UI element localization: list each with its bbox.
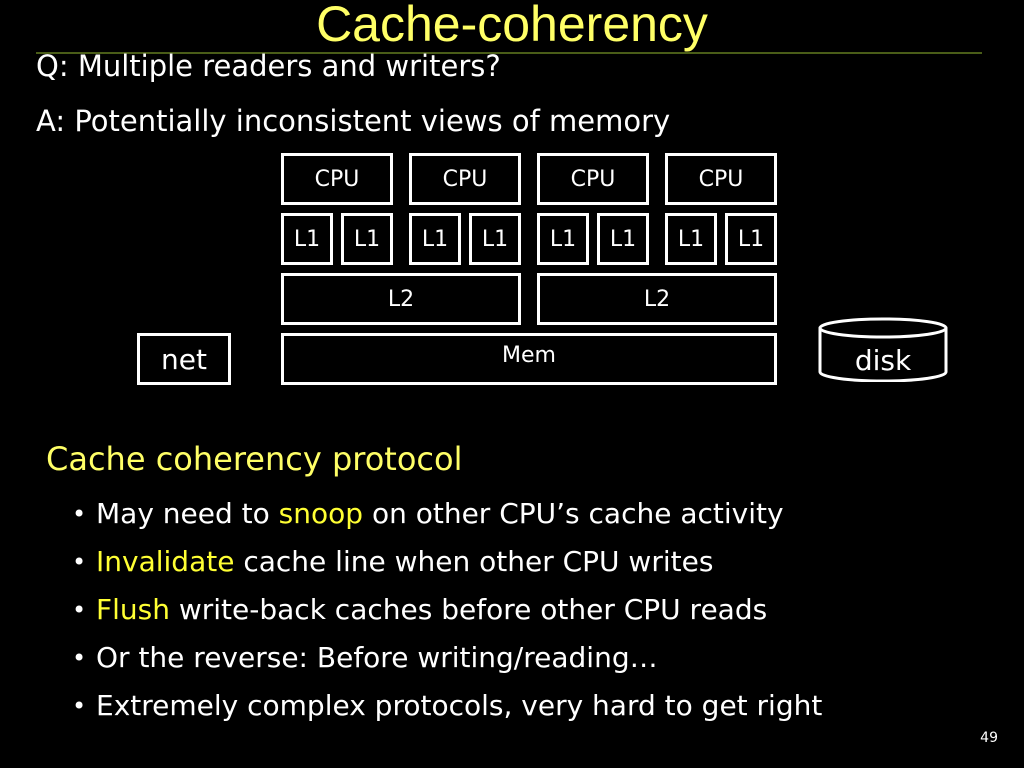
bullet-item: • Or the reverse: Before writing/reading… (72, 634, 822, 682)
slide-title: Cache-coherency (316, 0, 708, 52)
l2-box-2: L2 (537, 273, 777, 325)
cpu-box-1: CPU (281, 153, 393, 205)
bullet-dot-icon: • (72, 500, 87, 528)
cpu-box-3: CPU (537, 153, 649, 205)
answer-text: A: Potentially inconsistent views of mem… (36, 104, 671, 138)
bullet-item: • May need to snoop on other CPU’s cache … (72, 490, 822, 538)
disk-cylinder: disk (818, 316, 948, 382)
bullet-highlight: snoop (278, 497, 364, 530)
cpu-box-2: CPU (409, 153, 521, 205)
bullet-item: • Extremely complex protocols, very hard … (72, 682, 822, 730)
l1-box-3: L1 (409, 213, 461, 265)
question-text: Q: Multiple readers and writers? (36, 49, 501, 83)
l1-box-5: L1 (537, 213, 589, 265)
l1-box-4: L1 (469, 213, 521, 265)
l1-box-1: L1 (281, 213, 333, 265)
bullet-text: Or the reverse: Before writing/reading… (96, 641, 658, 674)
title-underline (36, 52, 982, 54)
cpu-box-4: CPU (665, 153, 777, 205)
bullet-item: • Invalidate cache line when other CPU wr… (72, 538, 822, 586)
protocol-bullet-list: • May need to snoop on other CPU’s cache … (72, 490, 822, 730)
bullet-text: on other CPU’s cache activity (363, 497, 784, 530)
disk-cylinder-icon (818, 317, 948, 382)
page-number: 49 (980, 730, 998, 746)
bullet-dot-icon: • (72, 596, 87, 624)
bullet-text: cache line when other CPU writes (234, 545, 714, 578)
l1-box-8: L1 (725, 213, 777, 265)
bullet-text: write-back caches before other CPU reads (169, 593, 768, 626)
bullet-dot-icon: • (72, 644, 87, 672)
protocol-heading: Cache coherency protocol (46, 440, 463, 478)
bullet-highlight: Flush (96, 593, 170, 626)
bullet-text: May need to (96, 497, 279, 530)
l1-box-6: L1 (597, 213, 649, 265)
l1-box-7: L1 (665, 213, 717, 265)
l1-box-2: L1 (341, 213, 393, 265)
net-box: net (137, 333, 231, 385)
bullet-item: • Flush write-back caches before other CP… (72, 586, 822, 634)
l2-box-1: L2 (281, 273, 521, 325)
bullet-dot-icon: • (72, 548, 87, 576)
bullet-text: Extremely complex protocols, very hard t… (96, 689, 823, 722)
mem-box: Mem (281, 333, 777, 385)
bullet-highlight: Invalidate (96, 545, 235, 578)
disk-label: disk (854, 344, 912, 377)
bullet-dot-icon: • (72, 692, 87, 720)
